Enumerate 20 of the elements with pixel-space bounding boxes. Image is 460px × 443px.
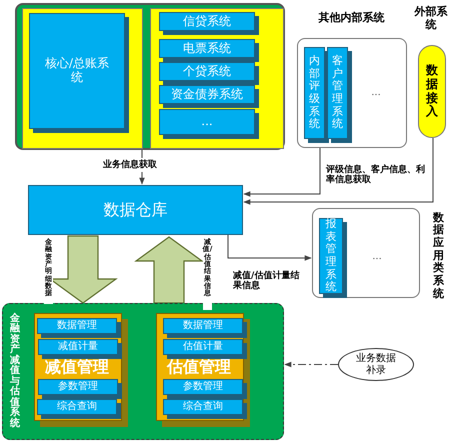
system-capsule: 数据接入 [418, 45, 446, 138]
system-panel [15, 3, 285, 150]
arrow [228, 234, 312, 261]
system-panel [2, 303, 284, 440]
panel-title: 金融资产减值与估值系统 [8, 312, 21, 431]
group-heading: 外部系统 [413, 4, 448, 33]
ellipsis-text: ... [370, 86, 382, 100]
system-box: 数据仓库 [28, 185, 243, 235]
module-title: 估值管理 [166, 356, 232, 378]
group-panel [22, 8, 143, 149]
ellipsis-text: ... [371, 250, 383, 264]
arrow [284, 362, 338, 368]
group-heading: 数据应用类系统 [432, 214, 445, 298]
group-heading: 其他内部系统 [318, 10, 386, 26]
arrow [243, 148, 320, 197]
arrow [243, 138, 434, 205]
note-ellipse: 业务数据补录 [338, 348, 414, 381]
group-panel [150, 8, 284, 149]
module-title: 减值管理 [44, 356, 110, 378]
block-arrow [134, 236, 204, 304]
